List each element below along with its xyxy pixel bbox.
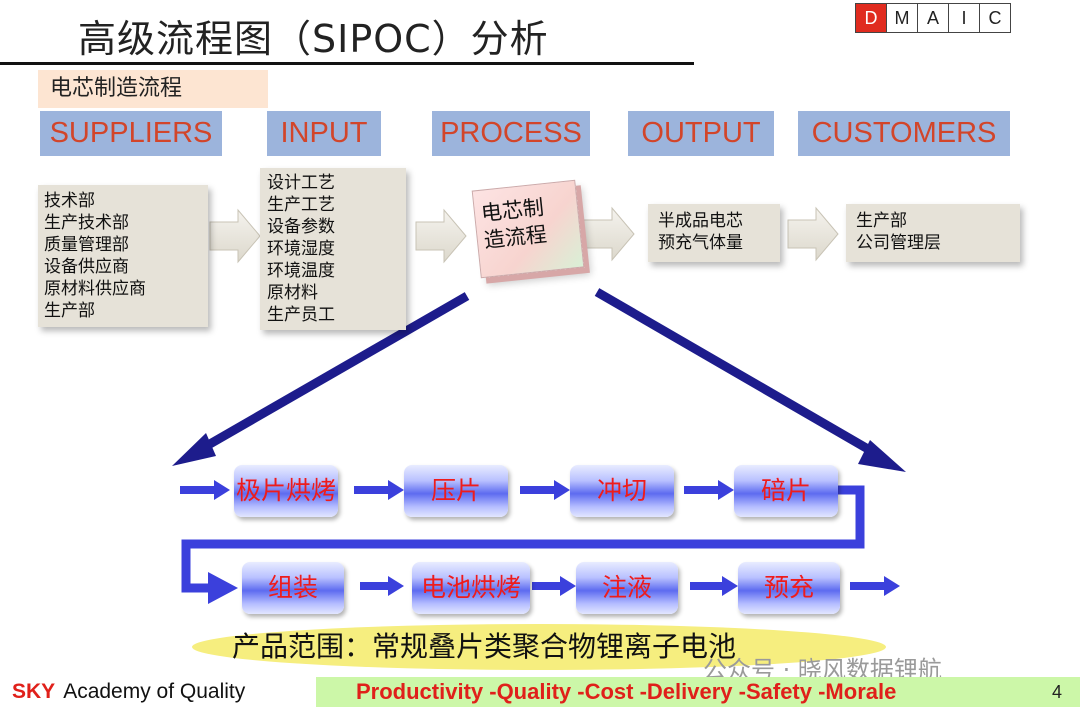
input-item: 生产工艺 xyxy=(267,195,335,215)
input-item: 环境湿度 xyxy=(267,239,335,259)
dmaic-m: M xyxy=(887,4,918,32)
supplier-item: 技术部 xyxy=(44,191,95,211)
footer-brand: SKY Academy of Quality xyxy=(12,680,245,704)
supplier-item: 生产技术部 xyxy=(44,213,129,233)
supplier-item: 原材料供应商 xyxy=(44,279,146,299)
output-item: 预充气体量 xyxy=(658,233,743,253)
step-pressing: 压片 xyxy=(404,465,508,517)
input-item: 原材料 xyxy=(267,283,318,303)
input-item: 环境温度 xyxy=(267,261,335,281)
step-die-cutting: 冲切 xyxy=(570,465,674,517)
process-subtitle: 电芯制造流程 xyxy=(38,70,268,108)
supplier-item: 质量管理部 xyxy=(44,235,129,255)
header-output: OUTPUT xyxy=(628,111,774,156)
input-box: 设计工艺 生产工艺 设备参数 环境湿度 环境温度 原材料 生产员工 xyxy=(260,168,406,330)
customer-item: 生产部 xyxy=(856,211,907,231)
dmaic-c: C xyxy=(988,8,1002,28)
arrow-suppliers-input xyxy=(209,208,261,264)
input-item: 设计工艺 xyxy=(267,173,335,193)
output-item: 半成品电芯 xyxy=(658,211,743,231)
dmaic-i: I xyxy=(949,4,980,32)
step-pre-charge: 预充 xyxy=(738,562,840,614)
arrow-process-output xyxy=(583,206,635,262)
diag-arrow-right-head xyxy=(858,440,906,472)
header-suppliers: SUPPLIERS xyxy=(40,111,222,156)
supplier-item: 生产部 xyxy=(44,301,95,321)
step-electrolyte-filling: 注液 xyxy=(576,562,678,614)
customer-item: 公司管理层 xyxy=(856,233,941,253)
header-customers: CUSTOMERS xyxy=(798,111,1010,156)
step-electrode-baking: 极片烘烤 xyxy=(234,465,338,517)
input-item: 生产员工 xyxy=(267,305,335,325)
header-input: INPUT xyxy=(267,111,381,156)
step-stacking: 碚片 xyxy=(734,465,838,517)
page-number: 4 xyxy=(1051,682,1062,702)
footer-slogan: Productivity -Quality -Cost -Delivery -S… xyxy=(356,679,897,704)
supplier-item: 设备供应商 xyxy=(44,257,129,277)
title-underline xyxy=(0,62,694,65)
output-box: 半成品电芯 预充气体量 xyxy=(648,204,780,262)
arrow-input-process xyxy=(415,208,467,264)
footer-slogan-bar: Productivity -Quality -Cost -Delivery -S… xyxy=(316,677,1080,707)
step-assembly: 组装 xyxy=(242,562,344,614)
input-item: 设备参数 xyxy=(267,217,335,237)
product-scope: 产品范围：常规叠片类聚合物锂离子电池 xyxy=(192,624,886,670)
step-cell-baking: 电池烘烤 xyxy=(412,562,530,614)
brand-sky: SKY xyxy=(12,680,56,703)
suppliers-box: 技术部 生产技术部 质量管理部 设备供应商 原材料供应商 生产部 xyxy=(38,185,208,327)
dmaic-d: D xyxy=(856,4,887,32)
header-process: PROCESS xyxy=(432,111,590,156)
dmaic-a: A xyxy=(918,4,949,32)
diag-arrow-left-head xyxy=(172,433,216,466)
brand-org: Academy of Quality xyxy=(63,680,246,703)
customers-box: 生产部 公司管理层 xyxy=(846,204,1020,262)
process-box: 电芯制 造流程 xyxy=(471,179,585,279)
dmaic-indicator: D M A I C xyxy=(855,3,1011,33)
arrow-output-customers xyxy=(787,206,839,262)
page-title: 高级流程图（SIPOC）分析 xyxy=(78,17,549,61)
